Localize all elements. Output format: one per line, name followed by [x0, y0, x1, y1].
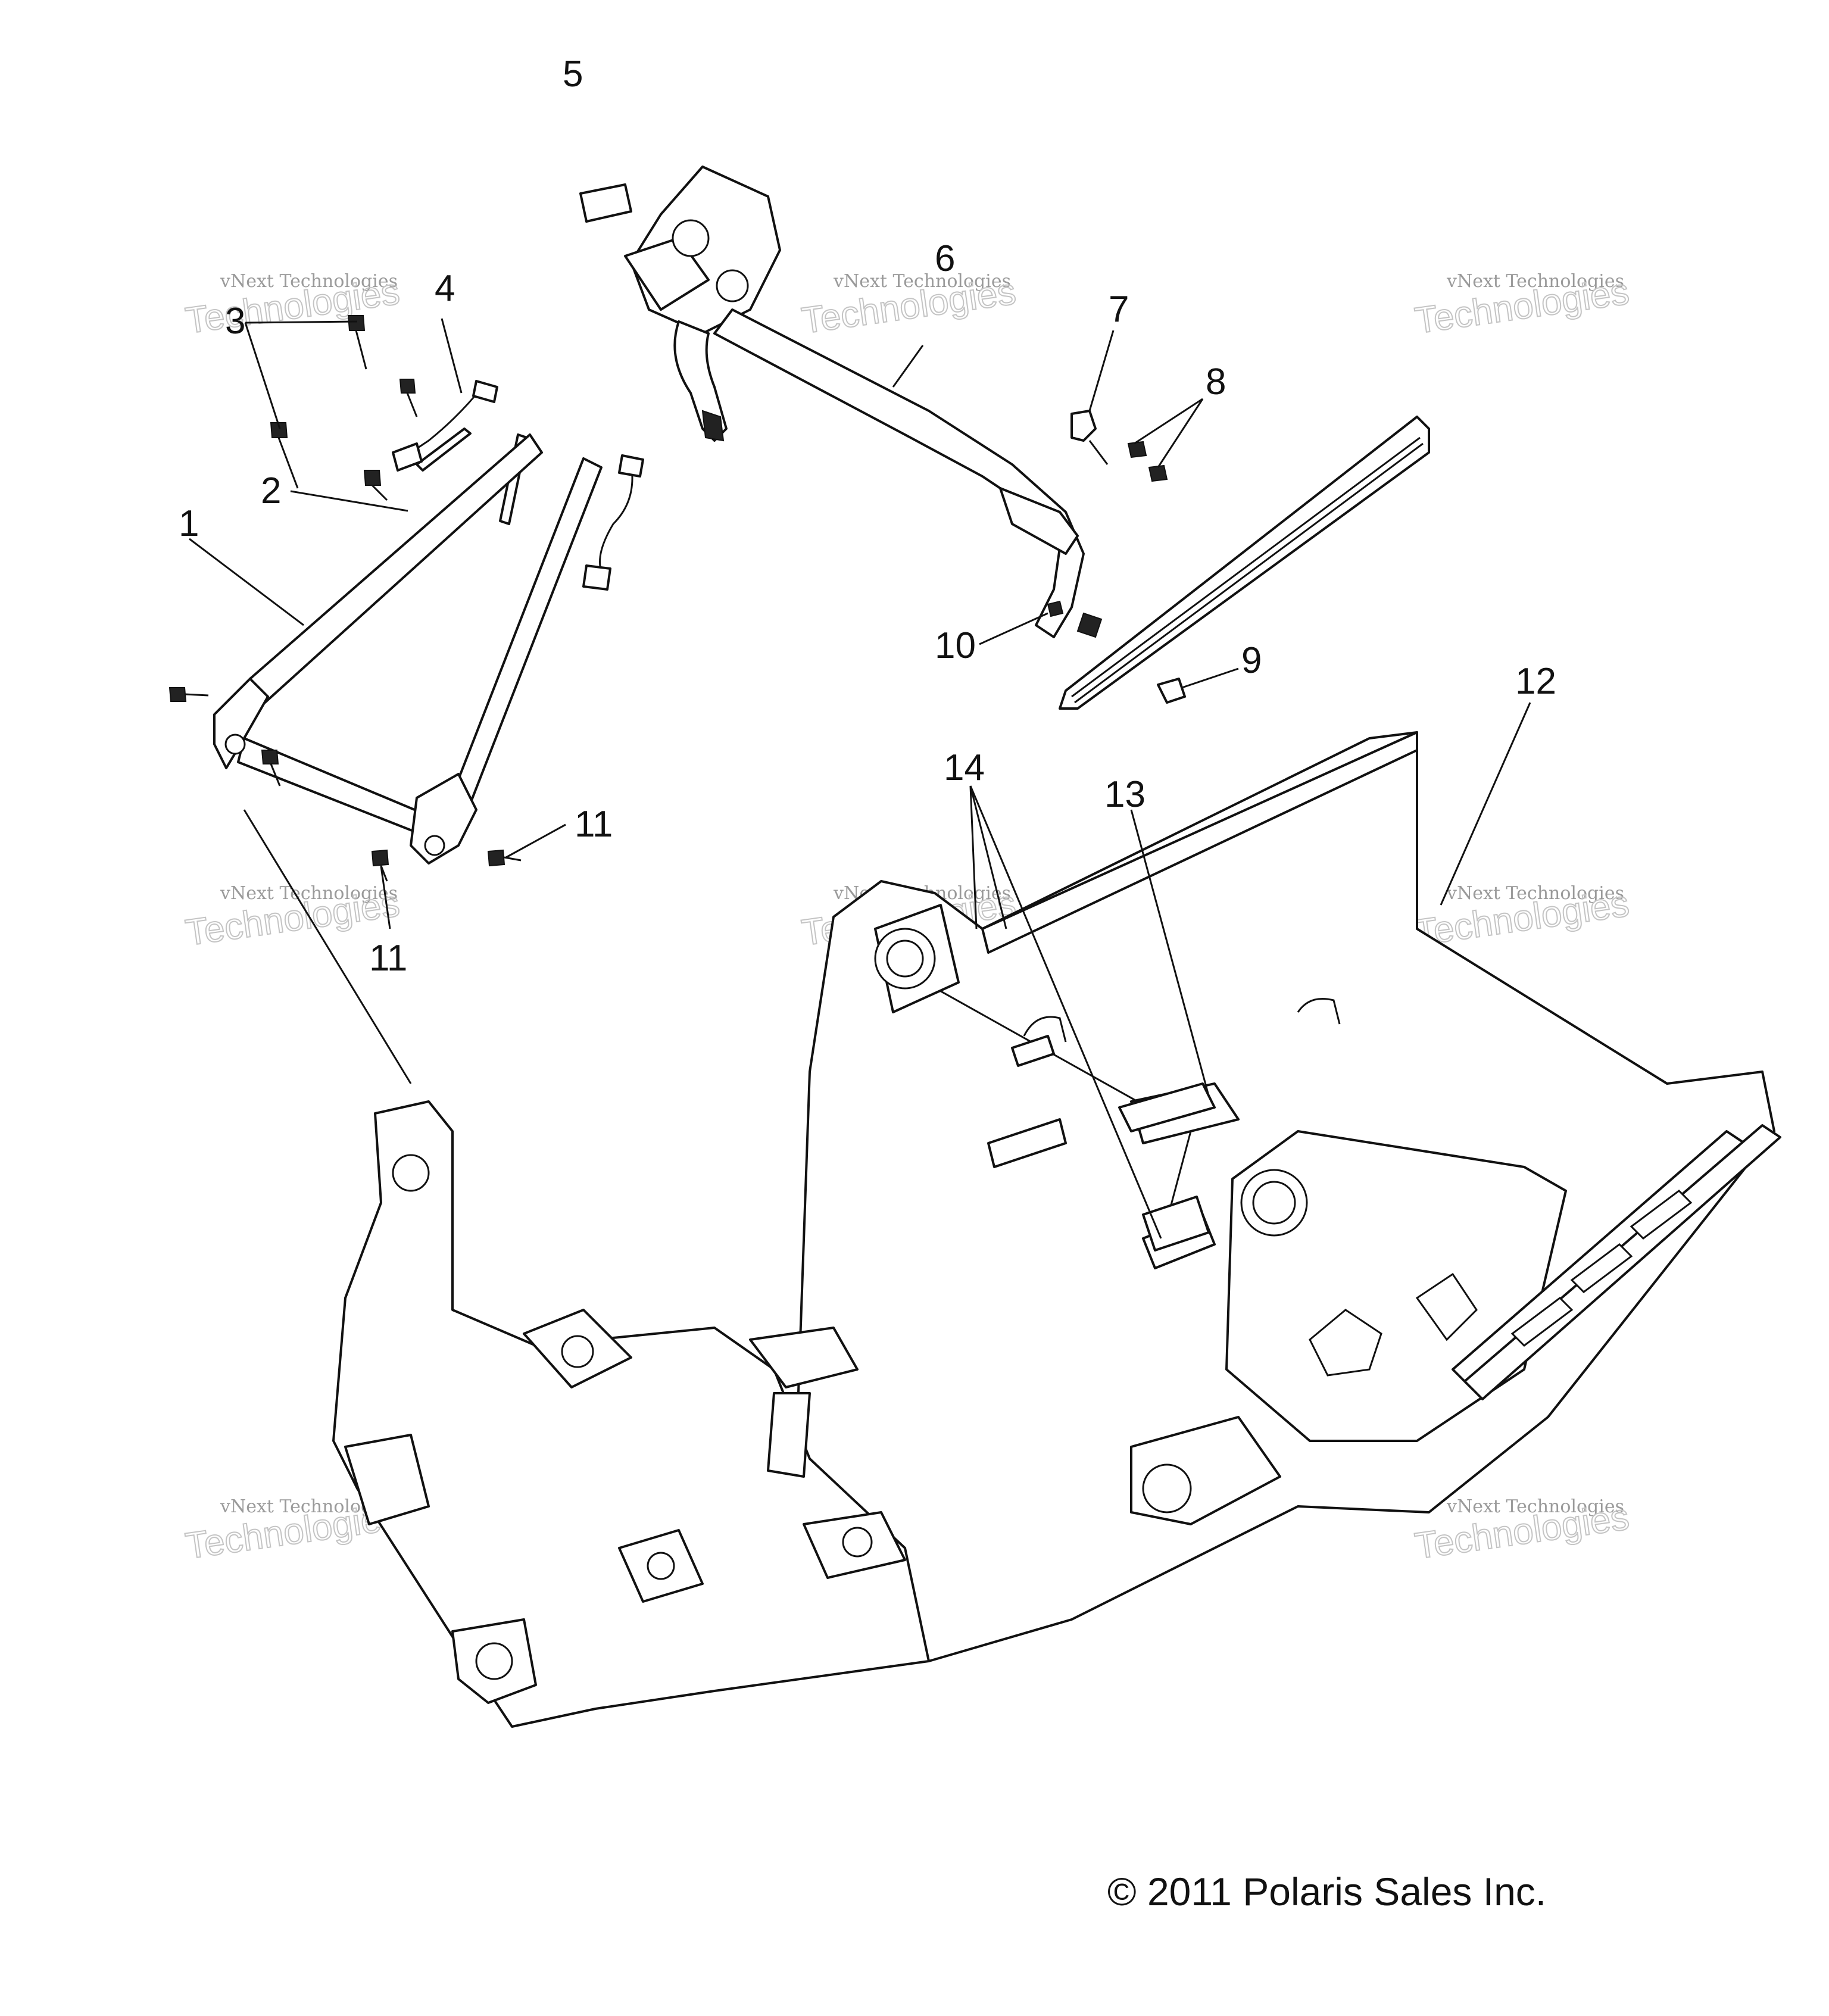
bolt: [261, 750, 281, 787]
bolt: [168, 687, 209, 702]
svg-text:vNext Technologies: vNext Technologies: [220, 271, 398, 292]
watermark: vNext Technologies Technologies: [1412, 270, 1632, 342]
callout-11-right: 11: [575, 804, 613, 845]
callout-4: 4: [435, 268, 455, 309]
watermark: vNext Technologies Technologies: [182, 270, 402, 342]
part-9-clip: [1157, 678, 1186, 704]
callout-12: 12: [1515, 661, 1556, 702]
callout-11-left: 11: [369, 938, 407, 979]
svg-text:vNext Technologies: vNext Technologies: [833, 271, 1011, 292]
svg-text:vNext Technologies: vNext Technologies: [220, 883, 398, 904]
bolt: [363, 470, 388, 501]
callout-5: 5: [563, 54, 583, 95]
part-10-clip: [1047, 600, 1064, 617]
svg-text:vNext Technologies: vNext Technologies: [1446, 271, 1624, 292]
part-11-bolts: [168, 687, 522, 882]
svg-text:vNext Technologies: vNext Technologies: [1446, 1496, 1624, 1517]
part-6-steering-post: [624, 166, 1103, 638]
bolt: [347, 315, 367, 370]
bolt: [270, 422, 299, 489]
callout-8: 8: [1206, 361, 1226, 402]
bolt: [399, 379, 418, 417]
copyright-notice: © 2011 Polaris Sales Inc.: [1107, 1870, 1546, 1914]
callout-6: 6: [935, 238, 955, 279]
callout-labels: 1 2 3 4 5 6 7 8 9 10 11 11 12 13 14: [179, 54, 1556, 979]
bolt: [371, 849, 389, 882]
watermark: vNext Technologies Technologies: [798, 270, 1019, 342]
callout-1: 1: [179, 503, 199, 544]
callout-7: 7: [1109, 289, 1129, 330]
part-5-block: [579, 183, 632, 223]
part-7-clip: [1070, 410, 1109, 465]
svg-text:vNext Technologies: vNext Technologies: [1446, 883, 1624, 904]
part-8-nuts: [1127, 441, 1168, 482]
callout-2: 2: [261, 470, 281, 511]
watermark: vNext Technologies Technologies: [1412, 1496, 1632, 1568]
leader-lines: [189, 318, 1531, 1239]
part-3-bolts: [270, 315, 418, 501]
bolt: [487, 849, 522, 867]
part-4-harness: [392, 380, 644, 591]
part-1-riser-assembly: [213, 433, 603, 865]
track-rail: [1059, 416, 1430, 710]
callout-3: 3: [225, 301, 245, 342]
callout-14: 14: [944, 747, 985, 788]
callout-10: 10: [935, 625, 976, 666]
callout-13: 13: [1104, 774, 1146, 815]
callout-9: 9: [1241, 640, 1262, 681]
chassis-frame: [332, 731, 1781, 1728]
